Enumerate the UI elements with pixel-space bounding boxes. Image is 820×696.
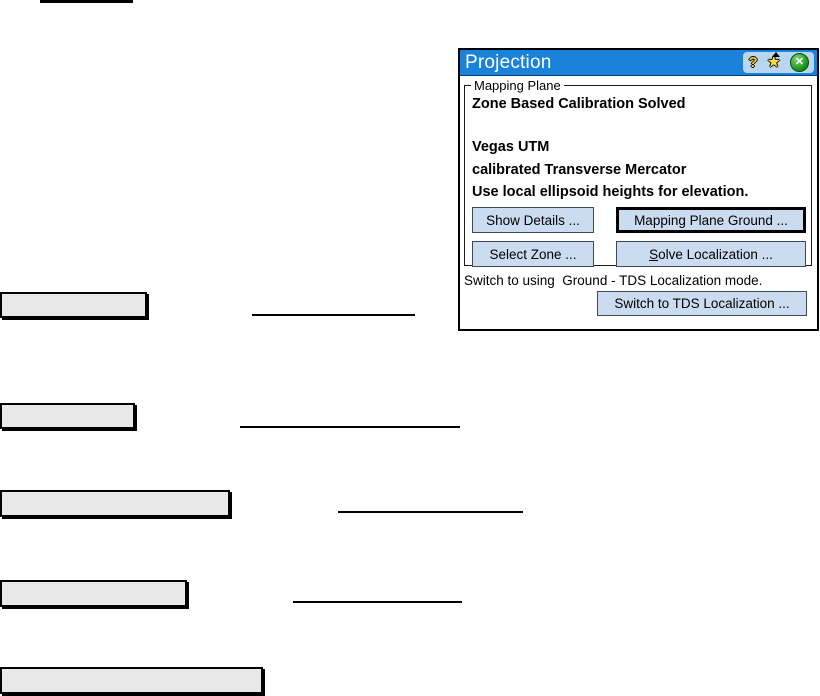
top-link-underline-fragment[interactable]: [40, 0, 133, 3]
star-notch-icon: [772, 51, 780, 57]
switch-to-tds-localization-button[interactable]: Switch to TDS Localization ...: [597, 291, 807, 316]
mapping-plane-group-label: Mapping Plane: [474, 78, 561, 93]
placeholder-link-underline-2[interactable]: [240, 426, 460, 428]
help-button[interactable]: ?: [748, 55, 757, 70]
placeholder-box-3[interactable]: [0, 490, 230, 517]
zone-name-text: Vegas UTM: [472, 139, 550, 155]
select-zone-button[interactable]: Select Zone ...: [472, 241, 594, 267]
close-icon: ✕: [790, 53, 809, 72]
mapping-plane-ground-button[interactable]: Mapping Plane Ground ...: [616, 207, 806, 233]
titlebar: Projection ? ★ ✕: [460, 50, 817, 76]
placeholder-box-4[interactable]: [0, 580, 187, 607]
projection-dialog: Projection ? ★ ✕ Mapping Plane Zone Base…: [458, 48, 819, 331]
placeholder-link-underline-4[interactable]: [293, 601, 462, 603]
projection-type-text: calibrated Transverse Mercator: [472, 162, 687, 178]
show-details-button[interactable]: Show Details ...: [472, 207, 594, 233]
favorites-star-icon: ★: [766, 51, 781, 71]
close-button[interactable]: ✕: [790, 53, 809, 72]
placeholder-box-1[interactable]: [0, 292, 147, 318]
solve-localization-button[interactable]: Solve Localization ...: [616, 241, 806, 267]
favorites-button[interactable]: ★: [766, 51, 781, 71]
mapping-plane-group: Mapping Plane Zone Based Calibration Sol…: [464, 78, 812, 267]
placeholder-link-underline-1[interactable]: [252, 314, 415, 316]
calibration-status-text: Zone Based Calibration Solved: [472, 96, 686, 112]
placeholder-link-underline-3[interactable]: [338, 511, 523, 513]
dialog-title: Projection: [465, 51, 552, 73]
help-icon: ?: [748, 54, 758, 71]
switch-mode-status-text: Switch to using Ground - TDS Localizatio…: [464, 273, 763, 288]
placeholder-box-5[interactable]: [0, 667, 263, 694]
placeholder-box-2[interactable]: [0, 403, 135, 429]
button-grid: Show Details ... Mapping Plane Ground ..…: [472, 207, 806, 267]
titlebar-icon-tray: ? ★ ✕: [743, 51, 814, 73]
elevation-note-text: Use local ellipsoid heights for elevatio…: [472, 184, 749, 200]
